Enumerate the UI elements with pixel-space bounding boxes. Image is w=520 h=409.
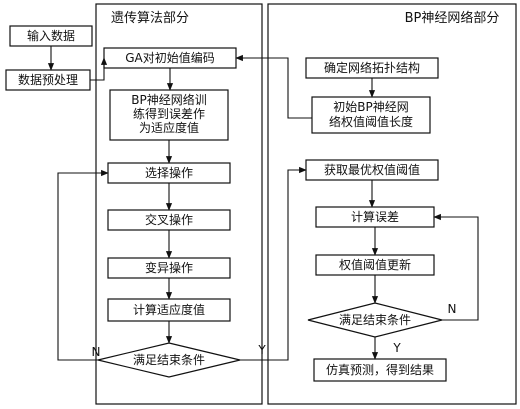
ga-panel-title: 遗传算法部分 xyxy=(111,11,189,26)
bp-panel-title: BP神经网络部分 xyxy=(405,10,500,26)
edge-preprocess-to-encode xyxy=(90,57,108,81)
ga-no-label: N xyxy=(92,345,101,359)
bp-no-label: N xyxy=(448,302,457,316)
init-weights-box xyxy=(311,96,431,134)
ga-end-label: 满足结束条件 xyxy=(133,353,205,367)
init-weights-label-1: 初始BP神经网 xyxy=(333,100,408,114)
ga-encode-label: GA对初始值编码 xyxy=(125,50,215,65)
ga-yes-label: Y xyxy=(257,343,266,357)
ga-panel xyxy=(95,3,263,405)
fitness-label: 计算适应度值 xyxy=(133,302,205,317)
error-label: 计算误差 xyxy=(351,209,399,224)
edge-ga-yes-to-best xyxy=(240,166,307,361)
ga-end-diamond xyxy=(97,342,241,378)
bp-yes-label: Y xyxy=(392,341,401,355)
predict-label: 仿真预测，得到结果 xyxy=(326,362,434,377)
crossover-label: 交叉操作 xyxy=(145,212,193,227)
topology-label: 确定网络拓扑结构 xyxy=(324,60,420,75)
best-weights-label: 获取最优权值阈值 xyxy=(324,162,420,177)
bp-train-box xyxy=(109,89,229,141)
bp-end-label: 满足结束条件 xyxy=(339,313,411,327)
predict-box xyxy=(313,358,447,382)
input-data-label: 输入数据 xyxy=(27,28,75,43)
mutate-label: 变异操作 xyxy=(145,260,193,275)
edge-ga-loop-no xyxy=(57,169,109,361)
bp-train-label-2: 练得到误差作 xyxy=(133,106,205,121)
update-label: 权值阈值更新 xyxy=(339,257,411,272)
bp-train-label-1: BP神经网络训 xyxy=(131,92,206,107)
edge-init-to-encode xyxy=(235,54,312,119)
bp-train-label-3: 为适应度值 xyxy=(139,120,199,135)
init-weights-label-2: 络权值阈值长度 xyxy=(329,114,413,129)
edge-bp-loop-no xyxy=(433,213,479,321)
preprocess-label: 数据预处理 xyxy=(18,72,78,87)
select-label: 选择操作 xyxy=(145,165,193,180)
bp-panel xyxy=(267,3,517,405)
